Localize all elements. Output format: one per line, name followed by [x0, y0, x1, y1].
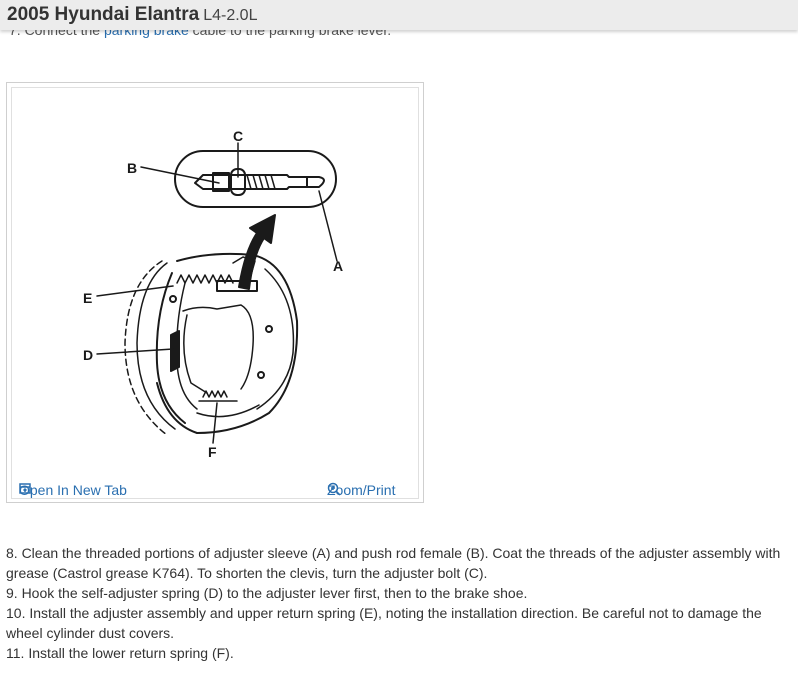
- vehicle-engine: L4-2.0L: [203, 7, 258, 24]
- procedure-steps: 8. Clean the threaded portions of adjust…: [6, 543, 791, 663]
- open-in-new-tab-link[interactable]: Open In New Tab: [19, 482, 127, 498]
- callout-e: E: [83, 290, 92, 306]
- open-in-new-tab-label: Open In New Tab: [19, 482, 127, 498]
- brake-diagram[interactable]: A B C D E F: [7, 83, 423, 478]
- callout-a: A: [333, 258, 343, 274]
- vehicle-make-model: 2005 Hyundai Elantra: [7, 4, 200, 25]
- figure-container: A B C D E F Open In New Tab Zoom/Print: [6, 82, 424, 503]
- zoom-print-link[interactable]: Zoom/Print: [327, 482, 395, 498]
- magnifier-plus-icon: [327, 482, 341, 496]
- open-in-new-tab-icon: [19, 483, 31, 494]
- step-10: 10. Install the adjuster assembly and up…: [6, 605, 762, 641]
- figure-frame: [11, 87, 419, 499]
- callout-leaders: [96, 142, 338, 444]
- callout-c: C: [233, 128, 243, 144]
- direction-arrow: [238, 214, 276, 290]
- zoom-print-label: Zoom/Print: [327, 482, 396, 498]
- callout-b: B: [127, 160, 137, 176]
- inset-capsule: [174, 150, 337, 208]
- step-11: 11. Install the lower return spring (F).: [6, 645, 234, 661]
- callout-d: D: [83, 347, 93, 363]
- step-8: 8. Clean the threaded portions of adjust…: [6, 545, 781, 581]
- step-9: 9. Hook the self-adjuster spring (D) to …: [6, 585, 528, 601]
- brake-assembly: [124, 252, 299, 436]
- adjuster-assembly: [194, 168, 325, 196]
- callout-f: F: [208, 444, 217, 460]
